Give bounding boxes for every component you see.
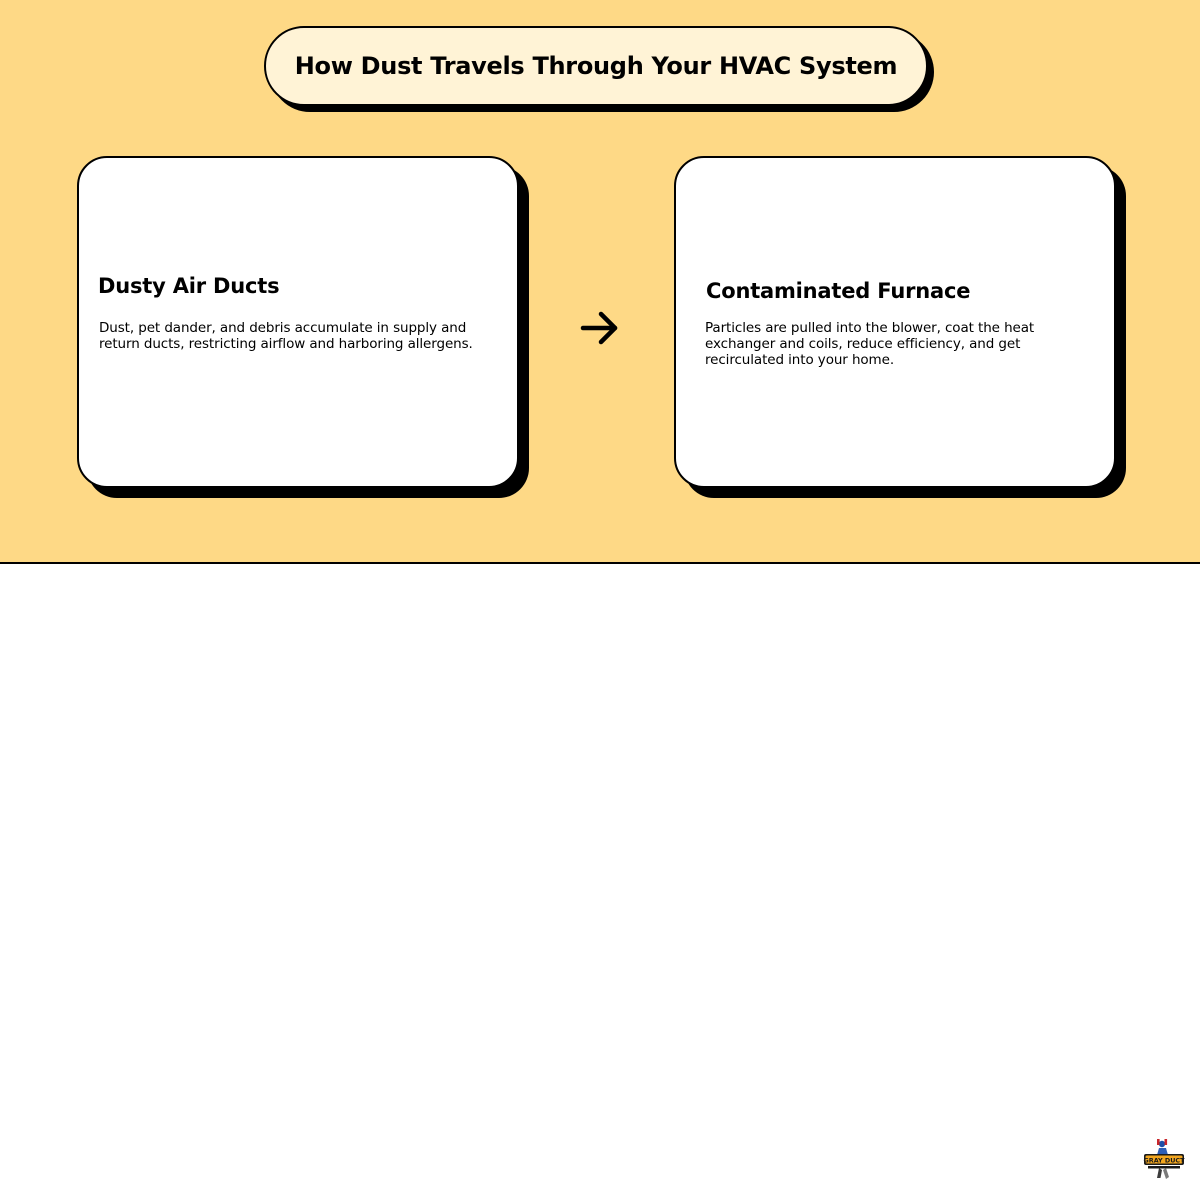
title-banner: How Dust Travels Through Your HVAC Syste… (264, 26, 928, 106)
step-title: Dusty Air Ducts (98, 274, 280, 298)
step-card-dusty-air-ducts: Dusty Air Ducts Dust, pet dander, and de… (77, 156, 519, 488)
step-description: Particles are pulled into the blower, co… (705, 320, 1035, 368)
step-description: Dust, pet dander, and debris accumulate … (99, 320, 473, 352)
step-title: Contaminated Furnace (706, 279, 971, 303)
step-card-contaminated-furnace: Contaminated Furnace Particles are pulle… (674, 156, 1116, 488)
arrow-right-icon (580, 311, 618, 345)
logo-text: GRAY DUCT (1144, 1156, 1186, 1164)
footer-bar: GRAY DUCT (0, 564, 1200, 1179)
diagram-canvas: How Dust Travels Through Your HVAC Syste… (0, 0, 1200, 564)
company-logo-icon: GRAY DUCT (1144, 1139, 1186, 1179)
diagram-title: How Dust Travels Through Your HVAC Syste… (294, 52, 898, 80)
